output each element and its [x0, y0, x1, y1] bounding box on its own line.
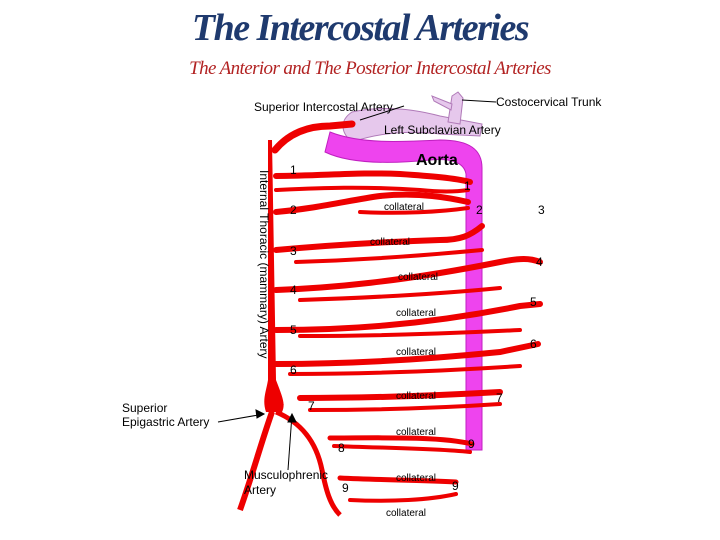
label-superior-intercostal-artery: Superior Intercostal Artery: [254, 100, 393, 114]
intercostal-4-lower: [298, 286, 502, 302]
posterior-numbers: 1 2 3 4 5 6 7 9 9: [452, 179, 545, 493]
page-subtitle: The Anterior and The Posterior Intercost…: [189, 58, 551, 79]
label-superior-epigastric-1: Superior: [122, 401, 167, 415]
intercostal-6: [273, 341, 541, 367]
collateral-label: collateral: [396, 308, 436, 319]
anterior-number: 5: [290, 323, 297, 337]
anterior-number: 7: [308, 399, 315, 413]
intercostal-3: [273, 223, 485, 253]
costocervical-branch: [431, 95, 453, 111]
intercostal-8-lower: [332, 444, 472, 454]
collateral-label: collateral: [396, 427, 436, 438]
intercostal-2-lower: [358, 206, 470, 215]
intercostal-2: [273, 191, 471, 215]
collateral-label: collateral: [396, 391, 436, 402]
anterior-number: 8: [338, 441, 345, 455]
posterior-number: 9: [452, 479, 459, 493]
left-subclavian-artery: [342, 108, 483, 143]
posterior-number: 3: [538, 203, 545, 217]
label-aorta: Aorta: [416, 152, 458, 169]
posterior-number: 7: [496, 391, 503, 405]
intercostal-branches: [273, 170, 543, 503]
intercostal-7-lower: [308, 402, 502, 412]
label-left-subclavian-artery: Left Subclavian Artery: [384, 123, 501, 137]
collateral-label: collateral: [386, 508, 426, 519]
label-costocervical-trunk: Costocervical Trunk: [496, 95, 602, 109]
intercostal-4: [273, 256, 543, 293]
costocervical-trunk: [447, 91, 464, 125]
anterior-numbers: 1 2 3 4 5 6 7 8 9: [290, 163, 349, 495]
posterior-number: 4: [536, 255, 543, 269]
intercostal-7: [297, 389, 503, 401]
superior-intercostal-vessel: [271, 120, 356, 154]
superior-epigastric-vessel: [237, 410, 275, 511]
label-musculophrenic-1: Musculophrenic: [244, 468, 328, 482]
anterior-number: 1: [290, 163, 297, 177]
collateral-label: collateral: [396, 347, 436, 358]
pointer-musculophrenic: [287, 413, 293, 471]
pointer-superior-intercostal: [359, 105, 405, 121]
anterior-number: 9: [342, 481, 349, 495]
posterior-number: 9: [468, 437, 475, 451]
pointer-musculophrenic-head: [287, 412, 297, 423]
collateral-labels: collateral collateral collateral collate…: [370, 202, 438, 519]
collateral-label: collateral: [398, 272, 438, 283]
intercostal-1: [273, 170, 473, 185]
collateral-label: collateral: [370, 237, 410, 248]
collateral-label: collateral: [384, 202, 424, 213]
page-title: The Intercostal Arteries: [191, 7, 530, 49]
musculophrenic-vessel: [275, 409, 342, 517]
pointer-superior-epigastric-head: [255, 409, 266, 419]
intercostal-5: [273, 301, 543, 333]
posterior-number: 1: [464, 179, 471, 193]
intercostal-9: [337, 475, 459, 485]
intercostal-1-lower: [274, 185, 470, 194]
intercostal-3-lower: [294, 248, 484, 264]
collateral-label: collateral: [396, 473, 436, 484]
posterior-number: 6: [530, 337, 537, 351]
intercostal-9-lower: [348, 492, 458, 503]
anterior-number: 6: [290, 363, 297, 377]
anterior-number: 2: [290, 203, 297, 217]
posterior-number: 5: [530, 295, 537, 309]
internal-thoracic-vessel: [264, 140, 284, 412]
label-musculophrenic-2: Artery: [244, 483, 276, 497]
label-internal-thoracic: Internal Thoracic (mammary) Artery: [257, 170, 271, 359]
intercostal-6-lower: [288, 364, 522, 376]
anterior-number: 3: [290, 244, 297, 258]
intercostal-8: [327, 435, 475, 447]
intercostal-5-lower: [298, 328, 522, 338]
pointer-costocervical: [461, 99, 497, 103]
label-superior-epigastric-2: Epigastric Artery: [122, 415, 209, 429]
anterior-number: 4: [290, 283, 297, 297]
pointer-lines: [217, 99, 497, 471]
posterior-number: 2: [476, 203, 483, 217]
